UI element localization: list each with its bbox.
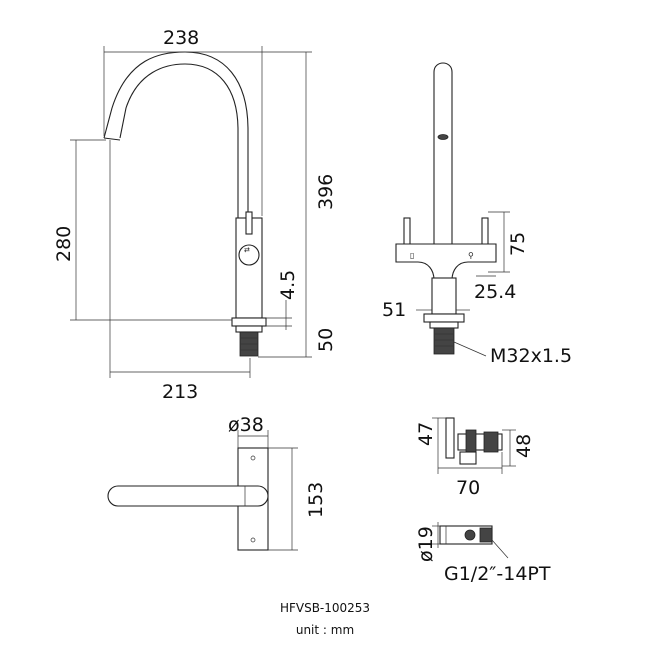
model-number: HFVSB-100253 bbox=[280, 601, 370, 615]
dim-o38: ø38 bbox=[228, 414, 264, 436]
dim-75: 75 bbox=[507, 232, 529, 256]
dim-238: 238 bbox=[163, 27, 199, 49]
dim-o19: ø19 bbox=[415, 526, 437, 562]
top-view: ø38 153 bbox=[107, 414, 327, 551]
dim-51: 51 bbox=[382, 299, 406, 321]
dim-48: 48 bbox=[513, 434, 535, 458]
valve-side-view: 47 48 70 bbox=[415, 417, 535, 499]
dim-70: 70 bbox=[456, 477, 480, 499]
side-view: ▯ ⚲ 75 25.4 51 M32x1.5 bbox=[382, 62, 572, 367]
valve-top-view: ø19 G1/2″-14PT bbox=[415, 522, 551, 585]
unit-label: unit : mm bbox=[296, 623, 354, 637]
cold-mark-icon: ▯ bbox=[410, 251, 414, 260]
dim-50: 50 bbox=[315, 328, 337, 352]
dim-153: 153 bbox=[305, 482, 327, 518]
dim-280: 280 bbox=[53, 226, 75, 262]
dim-25.4: 25.4 bbox=[474, 281, 516, 303]
front-view: ⇄ 238 396 280 4.5 50 213 bbox=[53, 27, 337, 403]
filter-mark-icon: ⚲ bbox=[468, 251, 474, 260]
thread-g12: G1/2″-14PT bbox=[444, 563, 551, 585]
dim-396: 396 bbox=[315, 174, 337, 210]
dim-213: 213 bbox=[162, 381, 198, 403]
hot-cold-icon: ⇄ bbox=[244, 246, 250, 254]
thread-m32: M32x1.5 bbox=[490, 345, 572, 367]
dim-47: 47 bbox=[415, 422, 437, 446]
dim-4.5: 4.5 bbox=[277, 270, 299, 300]
